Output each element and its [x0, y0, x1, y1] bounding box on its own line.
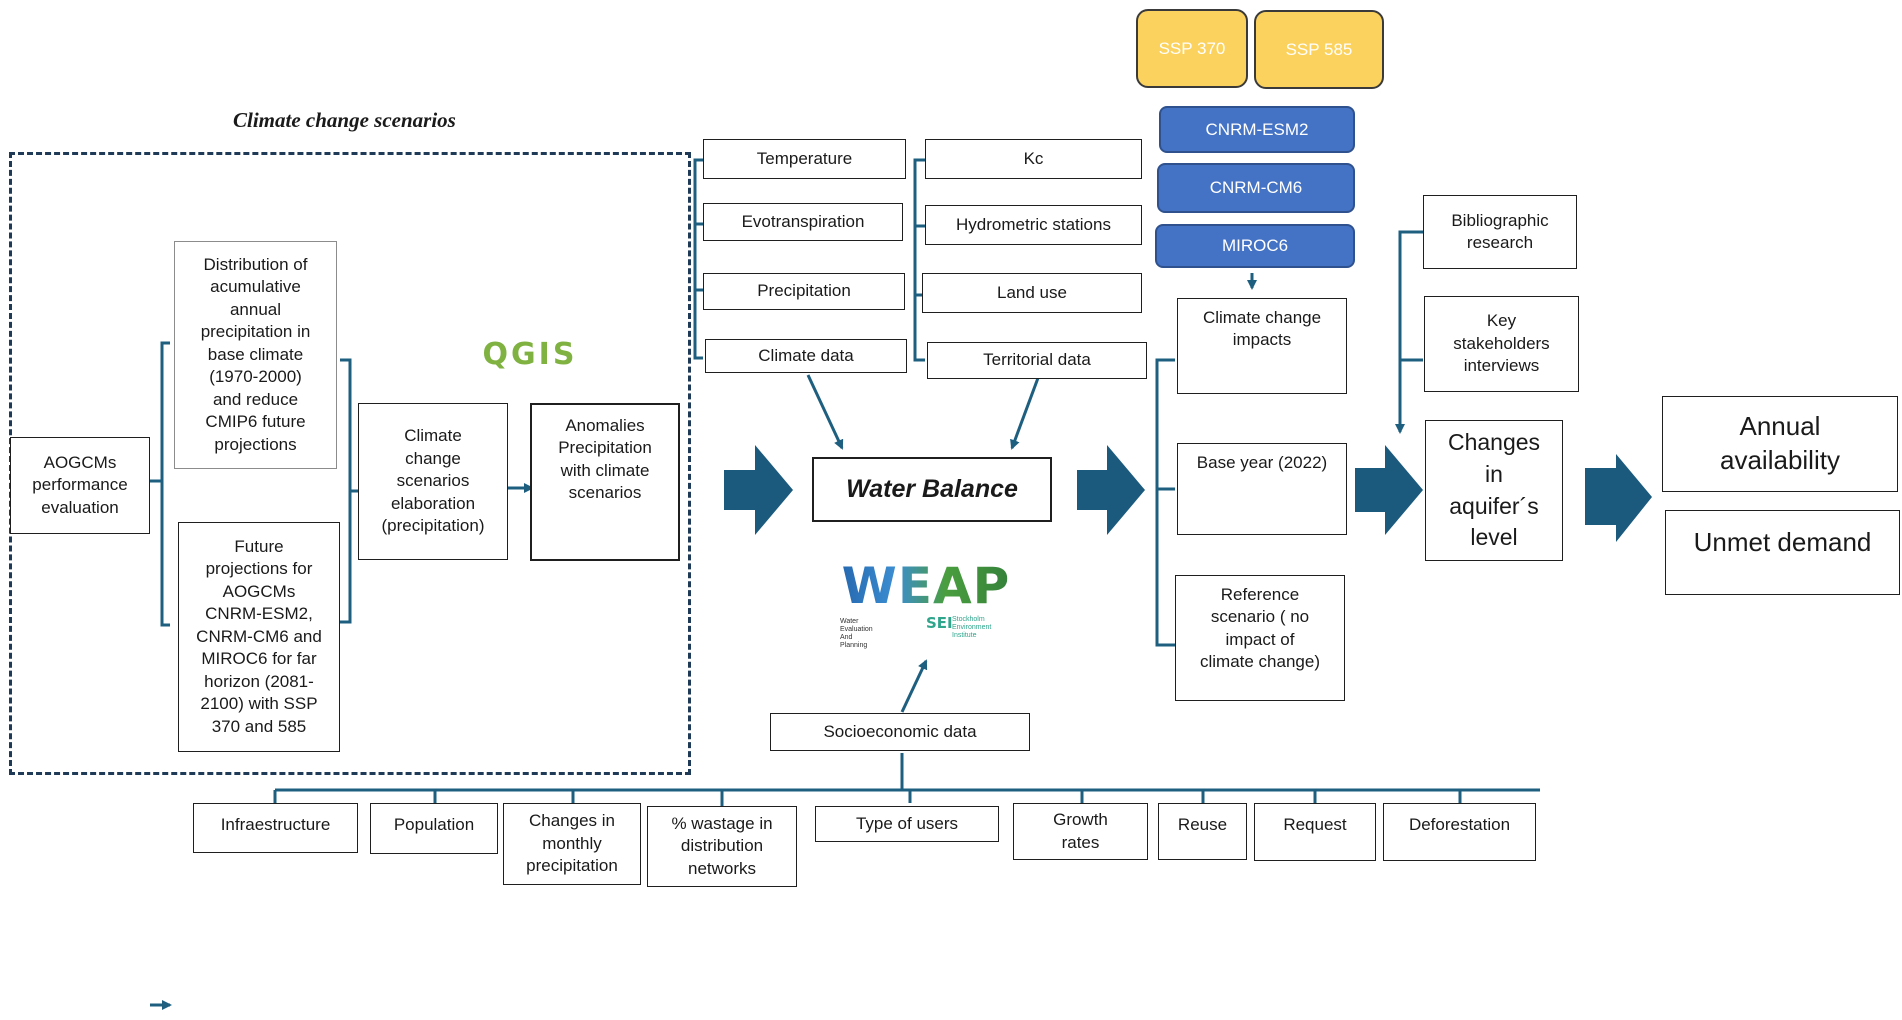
model-cnrm-esm2: CNRM-ESM2	[1159, 106, 1355, 153]
sei-logo-subtitle: Stockholm Environment Institute	[952, 616, 992, 639]
evotranspiration-box: Evotranspiration	[703, 203, 903, 241]
big-arrow-4	[1585, 454, 1652, 542]
climate-data-box: Climate data	[705, 339, 907, 373]
elaboration-bracket	[340, 358, 358, 624]
weap-logo: WEAP Water Evaluation And Planning SEI S…	[826, 558, 1026, 658]
climate-inputs-bracket	[693, 158, 703, 360]
annual-availability-box: Annual availability	[1662, 396, 1898, 492]
aogcms-evaluation-box: AOGCMs performance evaluation	[10, 437, 150, 534]
weap-logo-subtitle: Water Evaluation And Planning	[840, 618, 873, 649]
big-arrow-2	[1077, 445, 1145, 535]
socio-item-population: Population	[370, 803, 498, 854]
unmet-demand-box: Unmet demand	[1665, 510, 1900, 595]
aquifer-changes-box: Changes in aquifer´s level	[1425, 420, 1563, 561]
base-year-box: Base year (2022)	[1177, 443, 1347, 535]
temperature-box: Temperature	[703, 139, 906, 179]
socio-item-request: Request	[1254, 803, 1376, 861]
model-miroc6: MIROC6	[1155, 224, 1355, 268]
aquifer-changes-label: Changes in aquifer´s level	[1447, 429, 1541, 551]
socio-item-wastage: % wastage in distribution networks	[647, 806, 797, 887]
big-arrow-1	[724, 445, 793, 535]
anomalies-box: Anomalies Precipitation with climate sce…	[530, 403, 680, 561]
socio-item-monthly-precipitation: Changes in monthly precipitation	[503, 803, 641, 885]
outcomes-bracket	[1155, 358, 1175, 647]
qgis-logo-text: QGIS	[482, 337, 578, 373]
water-balance-label: Water Balance	[846, 475, 1018, 503]
water-balance-box: Water Balance	[812, 457, 1052, 522]
kc-box: Kc	[925, 139, 1142, 179]
socio-item-reuse: Reuse	[1158, 803, 1247, 860]
stakeholder-interviews-box: Key stakeholders interviews	[1424, 296, 1579, 392]
weap-logo-word: WEAP	[826, 558, 1026, 614]
socio-item-type-of-users: Type of users	[815, 806, 999, 842]
big-arrow-3	[1355, 445, 1423, 535]
climate-scenarios-title: Climate change scenarios	[233, 108, 456, 132]
territorial-data-box: Territorial data	[927, 342, 1147, 379]
socioeconomic-data-box: Socioeconomic data	[770, 713, 1030, 751]
model-cnrm-cm6: CNRM-CM6	[1157, 163, 1355, 213]
qgis-logo: QGIS	[455, 335, 605, 375]
ssp-585-pill: SSP 585	[1254, 10, 1384, 89]
research-bracket	[1398, 230, 1423, 362]
climate-data-to-water-balance-arrow	[806, 374, 844, 450]
aogcms-bracket	[150, 341, 170, 627]
territorial-data-to-water-balance-arrow	[1010, 377, 1040, 450]
ssp-370-pill: SSP 370	[1136, 9, 1248, 88]
bibliographic-research-box: Bibliographic research	[1423, 195, 1577, 269]
annual-availability-label: Annual availability	[1720, 411, 1840, 475]
socio-item-growth-rates: Growth rates	[1013, 803, 1148, 860]
reference-scenario-box: Reference scenario ( no impact of climat…	[1175, 575, 1345, 701]
future-projections-box: Future projections for AOGCMs CNRM-ESM2,…	[178, 522, 340, 752]
climate-change-impacts-box: Climate change impacts	[1177, 298, 1347, 394]
socioeconomic-to-weap-arrow	[900, 659, 928, 713]
land-use-box: Land use	[922, 273, 1142, 313]
sei-logo: SEI	[926, 614, 953, 632]
socio-drops	[273, 790, 1462, 806]
distribution-box: Distribution of acumulative annual preci…	[174, 241, 337, 469]
hydrometric-stations-box: Hydrometric stations	[925, 205, 1142, 245]
elaboration-box: Climate change scenarios elaboration (pr…	[358, 403, 508, 560]
socio-item-infraestructure: Infraestructure	[193, 803, 358, 853]
precipitation-box: Precipitation	[703, 273, 905, 310]
territorial-inputs-bracket	[913, 158, 925, 362]
socio-item-deforestation: Deforestation	[1383, 803, 1536, 861]
unmet-demand-label: Unmet demand	[1693, 527, 1872, 557]
